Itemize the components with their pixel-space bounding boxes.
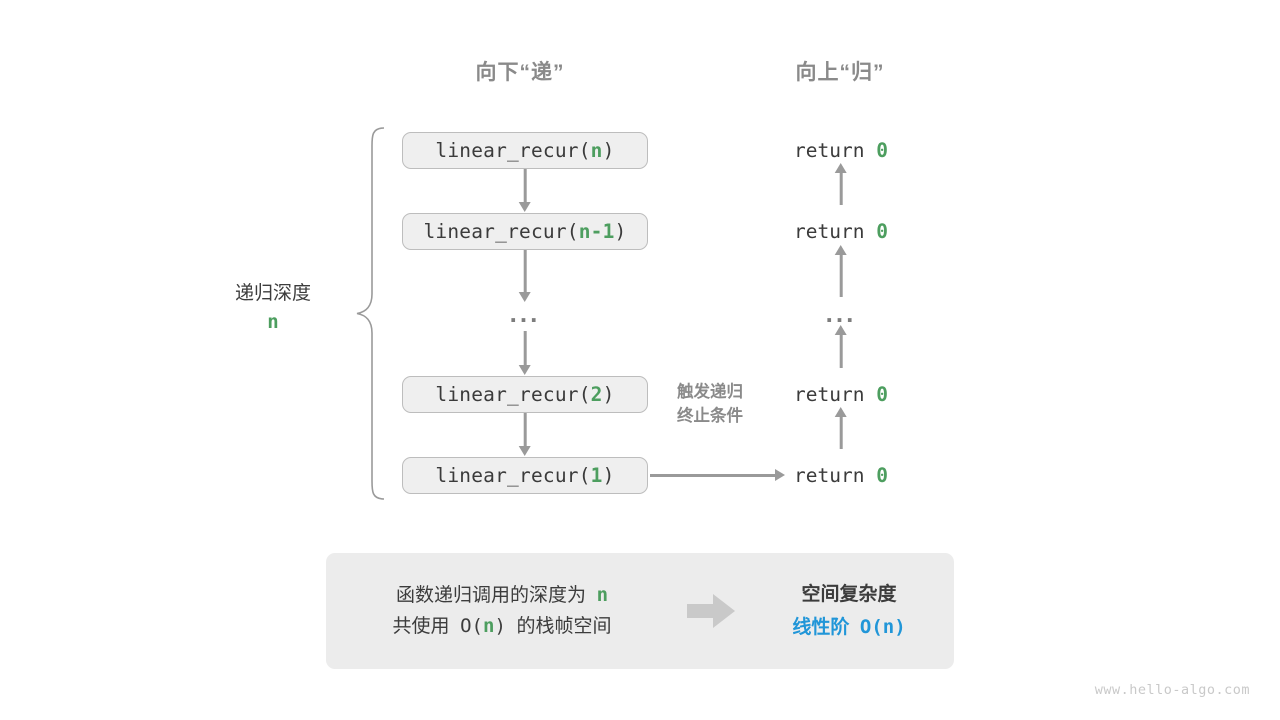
call-box-prefix: linear_recur(	[423, 220, 579, 243]
return-keyword: return	[794, 464, 865, 487]
summary-premise-line1-text: 函数递归调用的深度为	[395, 584, 586, 606]
summary-premise-line2-c: )	[494, 615, 506, 637]
call-box-arg: 2	[590, 383, 603, 406]
call-box-suffix: )	[614, 220, 627, 243]
return-value: 0	[876, 220, 888, 243]
descend-arrow	[523, 413, 527, 447]
return-label: return 0	[794, 139, 888, 162]
summary-conclusion-value: 线性阶 O(n)	[744, 613, 954, 642]
summary-implies	[678, 591, 744, 631]
call-stack-ellipsis: ...	[509, 298, 541, 328]
call-box[interactable]: linear_recur(2)	[402, 376, 648, 413]
return-value: 0	[876, 139, 888, 162]
recursion-depth-variable: n	[267, 310, 279, 333]
call-box-arg: n-1	[578, 220, 615, 243]
call-box-prefix: linear_recur(	[435, 383, 591, 406]
return-ellipsis: ...	[825, 298, 857, 328]
summary-premise-line2-var: n	[482, 615, 495, 637]
summary-conclusion: 空间复杂度 线性阶 O(n)	[744, 580, 954, 642]
call-box-arg: n	[590, 139, 603, 162]
return-label: return 0	[794, 464, 888, 487]
call-box-suffix: )	[602, 139, 615, 162]
summary-conclusion-title: 空间复杂度	[801, 584, 897, 606]
return-label: return 0	[794, 220, 888, 243]
ascend-arrow	[839, 334, 843, 368]
summary-premise-line2-b: O(	[460, 615, 483, 637]
termination-note-line1: 触发递归	[677, 383, 743, 401]
summary-premise-line1-var: n	[596, 583, 609, 606]
ascend-arrow	[839, 416, 843, 449]
summary-premise-line2-d: 的栈帧空间	[516, 616, 612, 637]
descend-arrow	[523, 169, 527, 203]
summary-premise-line2-a: 共使用	[392, 616, 450, 637]
descend-arrow	[523, 331, 527, 366]
site-watermark: www.hello-algo.com	[1094, 682, 1250, 698]
descend-arrow	[523, 250, 527, 293]
summary-conclusion-notation: O(n)	[859, 615, 906, 638]
complexity-summary-panel: 函数递归调用的深度为 n 共使用 O(n) 的栈帧空间 空间复杂度 线性阶 O(…	[326, 553, 954, 669]
ascend-arrow	[839, 254, 843, 297]
call-box[interactable]: linear_recur(n-1)	[402, 213, 648, 250]
return-keyword: return	[794, 220, 865, 243]
recursion-depth-title: 递归深度	[234, 283, 312, 304]
call-box-suffix: )	[602, 383, 615, 406]
termination-note-line2: 终止条件	[677, 406, 743, 425]
call-box[interactable]: linear_recur(1)	[402, 457, 648, 494]
call-box-prefix: linear_recur(	[435, 464, 591, 487]
ascend-arrow	[839, 172, 843, 205]
column-header-ascend: 向上“归”	[795, 61, 885, 84]
call-box-arg: 1	[590, 464, 603, 487]
recursion-depth-label: 递归深度 n	[235, 281, 311, 333]
return-label: return 0	[794, 383, 888, 406]
summary-premise-line1: 函数递归调用的深度为 n	[326, 580, 678, 611]
return-value: 0	[876, 383, 888, 406]
return-keyword: return	[794, 383, 865, 406]
return-value: 0	[876, 464, 888, 487]
base-case-arrow	[650, 474, 776, 477]
summary-premise: 函数递归调用的深度为 n 共使用 O(n) 的栈帧空间	[326, 580, 678, 643]
right-arrow-icon	[687, 594, 735, 628]
call-box-prefix: linear_recur(	[435, 139, 591, 162]
call-box-suffix: )	[602, 464, 615, 487]
termination-condition-note: 触发递归 终止条件	[677, 381, 743, 429]
recursion-depth-brace	[356, 127, 385, 500]
call-box[interactable]: linear_recur(n)	[402, 132, 648, 169]
summary-premise-line2: 共使用 O(n) 的栈帧空间	[326, 611, 678, 642]
summary-conclusion-label: 线性阶	[792, 616, 850, 638]
return-keyword: return	[794, 139, 865, 162]
column-header-descend: 向下“递”	[475, 61, 565, 84]
